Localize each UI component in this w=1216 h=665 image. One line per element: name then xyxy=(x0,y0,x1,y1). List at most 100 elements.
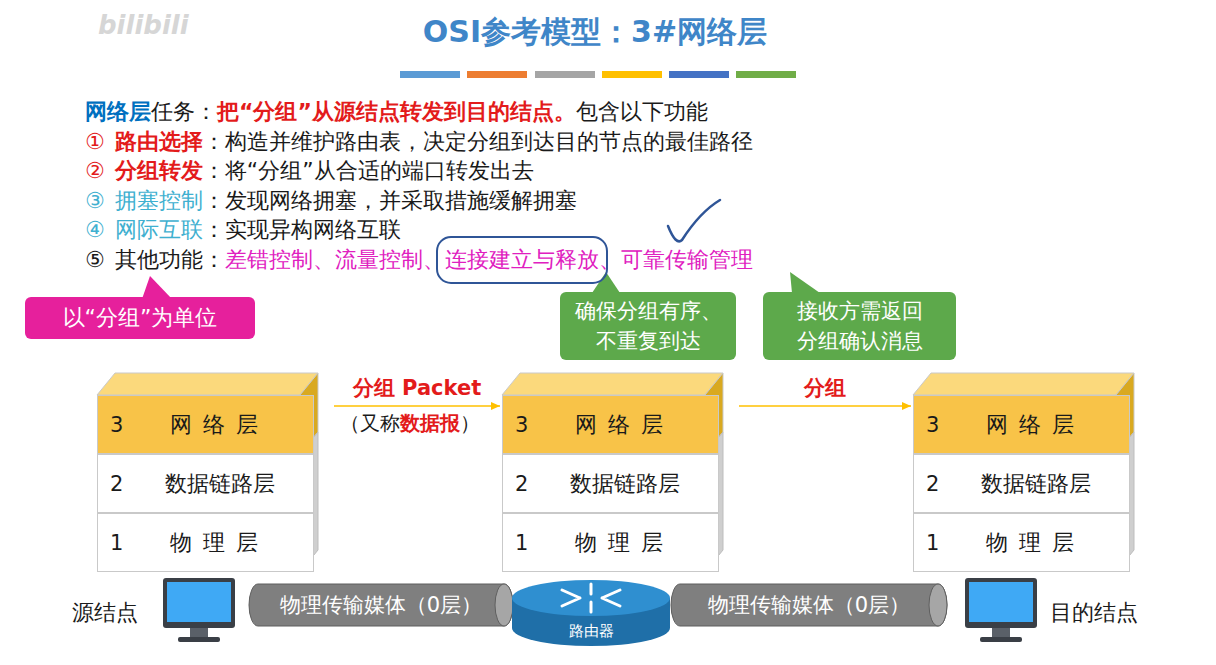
list-line: ④ 网际互联：实现异构网络互联 xyxy=(85,215,401,245)
list-line: ① 路由选择：构造并维护路由表，决定分组到达目的节点的最佳路径 xyxy=(85,127,753,157)
node-text: 确保分组有序、不重复到达 xyxy=(572,296,724,357)
router-arrows xyxy=(562,584,620,612)
node-text: 物理传输媒体（0层） xyxy=(708,591,910,619)
list-text: ④ xyxy=(85,215,105,245)
color-bars xyxy=(400,71,796,78)
layer-box: 3网络层 xyxy=(913,395,1130,454)
node-text: 数据链路层 xyxy=(140,469,313,499)
node-text: 1 xyxy=(503,531,545,555)
list-text: 网络层 xyxy=(85,97,151,127)
layer-box: 1物理层 xyxy=(97,513,314,572)
list-line: ⑤ 其他功能：差错控制、流量控制、连接建立与释放、可靠传输管理 xyxy=(85,245,753,275)
list-text: 包含以下功能 xyxy=(576,97,708,127)
note-text: （又称 xyxy=(340,410,400,437)
router-icon: 路由器 xyxy=(510,578,672,648)
callout-box: 以“分组”为单位 xyxy=(25,297,255,339)
callout-tail xyxy=(592,272,620,293)
node-text: 3 xyxy=(503,413,545,437)
list-text: 其他功能： xyxy=(115,245,225,275)
computer-icon xyxy=(965,578,1037,642)
router-top xyxy=(512,580,670,616)
list-text: ：发现网络拥塞，并采取措施缓解拥塞 xyxy=(203,186,577,216)
pipe-end xyxy=(495,584,513,626)
list-line: ③ 拥塞控制：发现网络拥塞，并采取措施缓解拥塞 xyxy=(85,186,577,216)
callout-tail xyxy=(142,276,172,299)
stack-top xyxy=(502,373,723,395)
node-text: 物理层 xyxy=(956,528,1129,558)
list-text: 把“分组”从源结点转发到目的结点。 xyxy=(217,97,576,127)
list-line: ② 分组转发：将“分组”从合适的端口转发出去 xyxy=(85,156,534,186)
stack-faces xyxy=(97,373,1134,572)
node-text: 1 xyxy=(914,531,956,555)
node-text: 3 xyxy=(98,413,140,437)
bar xyxy=(736,71,796,78)
node-text: 物理层 xyxy=(545,528,718,558)
node-text: 数据链路层 xyxy=(956,469,1129,499)
node-caption: 源结点 xyxy=(72,598,138,628)
list-text: ① xyxy=(85,127,105,157)
list-text: 任务： xyxy=(151,97,217,127)
bar xyxy=(467,71,527,78)
pipe-end xyxy=(929,584,947,626)
node-text: 接收方需返回分组确认消息 xyxy=(791,296,928,357)
note-text: ） xyxy=(460,410,480,437)
layer-box: 2数据链路层 xyxy=(502,454,719,513)
node-text: 网络层 xyxy=(956,410,1129,440)
node-caption: 目的结点 xyxy=(1050,598,1138,628)
check-mark xyxy=(668,200,720,241)
edge-label: 分组 Packet xyxy=(350,374,484,402)
flow-arrow xyxy=(739,405,911,407)
bar xyxy=(400,71,460,78)
node-text: 物理传输媒体（0层） xyxy=(280,591,482,619)
stack-top xyxy=(97,373,318,395)
node-text: 数据链路层 xyxy=(545,469,718,499)
layer-box: 1物理层 xyxy=(502,513,719,572)
node-text: 路由器 xyxy=(510,622,672,641)
list-text: 差错控制、流量控制、 xyxy=(225,245,445,275)
flow-arrow xyxy=(334,405,500,407)
watermark: bilibili xyxy=(98,10,189,40)
list-text: 连接建立与释放 xyxy=(445,245,599,275)
edge-label: 分组 xyxy=(801,374,849,402)
pipe-body xyxy=(249,584,513,626)
node-text: 1 xyxy=(98,531,140,555)
note-text: 数据报 xyxy=(400,410,460,437)
node-text: 3 xyxy=(914,413,956,437)
list-text: ② xyxy=(85,156,105,186)
bar xyxy=(602,71,662,78)
node-text: 网络层 xyxy=(545,410,718,440)
list-text: ⑤ xyxy=(85,245,105,275)
node-text: 网络层 xyxy=(140,410,313,440)
transmission-medium: 物理传输媒体（0层） xyxy=(670,583,948,627)
list-text: 拥塞控制 xyxy=(115,186,203,216)
list-text: 路由选择 xyxy=(115,127,203,157)
function-list: 网络层任务：把“分组”从源结点转发到目的结点。包含以下功能①路由选择：构造并维护… xyxy=(85,97,985,287)
bar xyxy=(669,71,729,78)
callout-tail xyxy=(790,272,820,293)
node-text: 2 xyxy=(98,472,140,496)
edge-note: （又称数据报） xyxy=(315,410,505,437)
pipe-body xyxy=(671,584,947,626)
stack-top xyxy=(913,373,1134,395)
list-text: 、可靠传输管理 xyxy=(599,245,753,275)
layer-box: 2数据链路层 xyxy=(913,454,1130,513)
callout-box: 接收方需返回分组确认消息 xyxy=(763,292,956,360)
list-text: ：将“分组”从合适的端口转发出去 xyxy=(203,156,534,186)
bar xyxy=(535,71,595,78)
transmission-medium: 物理传输媒体（0层） xyxy=(248,583,514,627)
node-text: 物理层 xyxy=(140,528,313,558)
list-text: ：实现异构网络互联 xyxy=(203,215,401,245)
computer-icon xyxy=(163,578,235,642)
list-text: ③ xyxy=(85,186,105,216)
layer-box: 3网络层 xyxy=(97,395,314,454)
node-text: 以“分组”为单位 xyxy=(63,303,218,333)
list-text: 网际互联 xyxy=(115,215,203,245)
callout-box: 确保分组有序、不重复到达 xyxy=(560,292,736,360)
layer-box: 3网络层 xyxy=(502,395,719,454)
list-text: ：构造并维护路由表，决定分组到达目的节点的最佳路径 xyxy=(203,127,753,157)
node-text: 2 xyxy=(503,472,545,496)
layer-box: 1物理层 xyxy=(913,513,1130,572)
list-text: 分组转发 xyxy=(115,156,203,186)
list-line: 网络层任务：把“分组”从源结点转发到目的结点。包含以下功能 xyxy=(85,97,708,127)
node-text: 2 xyxy=(914,472,956,496)
